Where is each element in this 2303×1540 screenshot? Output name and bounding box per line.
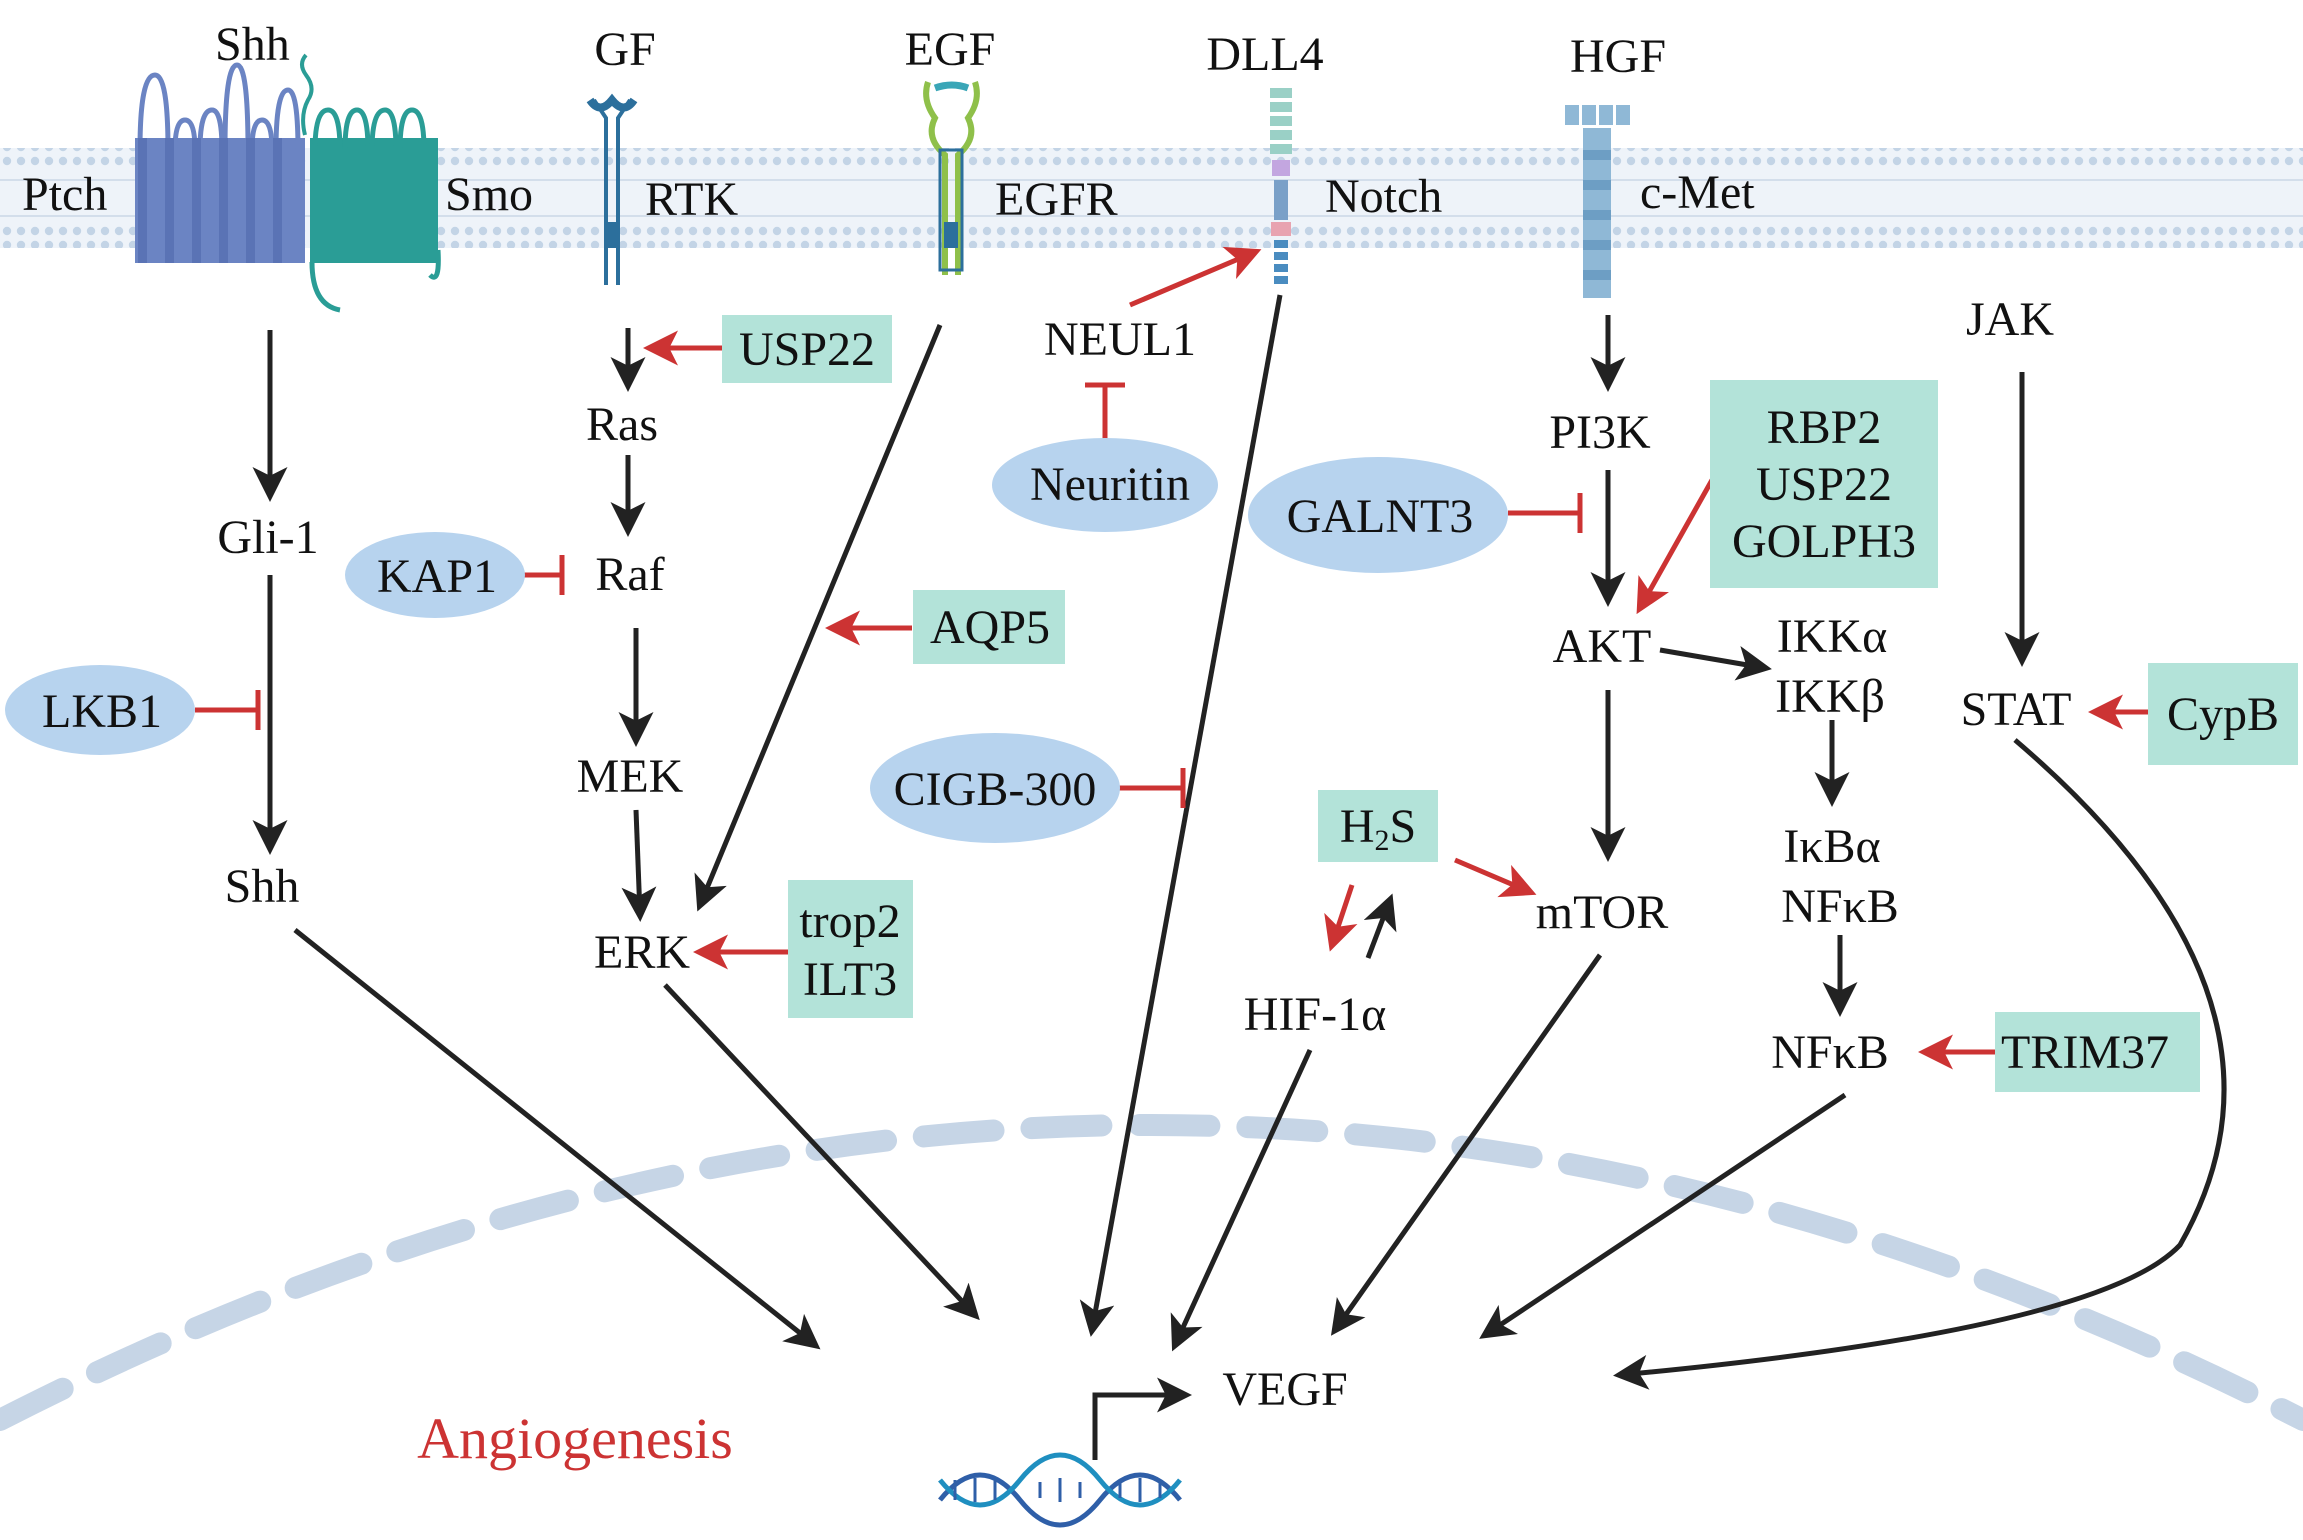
ellipse-kap1 bbox=[345, 532, 525, 618]
node-jak: JAK bbox=[1966, 293, 2054, 346]
node-ikk-alpha: IKKα bbox=[1777, 610, 1887, 663]
ptch-receptor bbox=[135, 62, 305, 263]
arrow-akt-ikk bbox=[1659, 646, 1772, 681]
label-usp22b: USP22 bbox=[1756, 458, 1892, 511]
label-golph3: GOLPH3 bbox=[1732, 515, 1916, 568]
label-trop2: trop2 bbox=[799, 895, 900, 948]
arrow-h2s-hif bbox=[1324, 884, 1358, 952]
node-pi3k: PI3K bbox=[1549, 406, 1651, 459]
box-aqp5 bbox=[913, 590, 1065, 664]
red-activation-arrows bbox=[643, 246, 2148, 1070]
box-usp22 bbox=[722, 315, 892, 383]
label-rbp2: RBP2 bbox=[1767, 401, 1882, 454]
cmet-receptor bbox=[1565, 105, 1630, 298]
arrow-nfkb-vegf bbox=[1479, 1092, 1847, 1339]
ellipse-lkb1 bbox=[5, 665, 195, 755]
arrow-neul1-notch bbox=[1129, 246, 1262, 308]
arrow-mek-erk bbox=[621, 809, 657, 922]
label-kap1: KAP1 bbox=[377, 550, 497, 603]
label-cypb: CypB bbox=[2167, 688, 2279, 741]
labels: Shh GF EGF DLL4 HGF Ptch Smo RTK EGFR No… bbox=[22, 18, 2279, 1471]
node-mtor: mTOR bbox=[1536, 886, 1668, 939]
arrow-promoter bbox=[1092, 1377, 1192, 1460]
node-ikba: IκBα bbox=[1783, 820, 1880, 873]
inhibit-cigb300-notch bbox=[1108, 768, 1186, 808]
label-aqp5: AQP5 bbox=[930, 601, 1050, 654]
label-hgf: HGF bbox=[1570, 30, 1666, 83]
node-neul1: NEUL1 bbox=[1044, 313, 1196, 366]
inhibit-lkb1-path bbox=[195, 690, 261, 730]
label-smo: Smo bbox=[445, 168, 533, 221]
egfr-receptor bbox=[923, 81, 980, 275]
label-notch: Notch bbox=[1325, 170, 1442, 223]
arrow-egfr-erk bbox=[694, 324, 943, 912]
node-hif1a: HIF-1α bbox=[1244, 988, 1386, 1041]
label-shh-ligand: Shh bbox=[215, 18, 290, 71]
node-gli1: Gli-1 bbox=[217, 511, 318, 564]
ellipse-galnt3 bbox=[1248, 457, 1508, 573]
node-vegf: VEGF bbox=[1222, 1363, 1347, 1416]
node-nfkb-lower: NFκB bbox=[1771, 1026, 1889, 1079]
node-stat: STAT bbox=[1961, 683, 2072, 736]
label-egf: EGF bbox=[905, 23, 996, 76]
box-rbp2-usp22-golph3 bbox=[1710, 380, 1938, 588]
rtk-receptor bbox=[586, 93, 638, 285]
node-h2s: H2S bbox=[1340, 800, 1416, 857]
nucleus-envelope bbox=[0, 1114, 2303, 1431]
activation-arrows bbox=[252, 294, 2227, 1460]
inhibit-neuritin-neul1 bbox=[1085, 382, 1125, 445]
node-shh: Shh bbox=[225, 860, 300, 913]
label-galnt3: GALNT3 bbox=[1287, 490, 1474, 543]
arrow-hif-h2s bbox=[1363, 893, 1397, 959]
box-h2s bbox=[1318, 790, 1438, 862]
label-rtk: RTK bbox=[645, 173, 738, 226]
node-raf: Raf bbox=[595, 548, 664, 601]
label-dll4: DLL4 bbox=[1206, 28, 1323, 81]
diagram-title-angiogenesis: Angiogenesis bbox=[417, 1406, 733, 1471]
box-trim37 bbox=[1995, 1012, 2200, 1092]
label-ptch: Ptch bbox=[22, 168, 107, 221]
label-gf: GF bbox=[594, 23, 655, 76]
label-ilt3: ILT3 bbox=[803, 953, 897, 1006]
arrow-erk-vegf bbox=[663, 983, 980, 1321]
notch-receptor bbox=[1270, 88, 1292, 284]
node-erk: ERK bbox=[594, 926, 690, 979]
node-mek: MEK bbox=[577, 750, 684, 803]
inhibit-galnt3-akt bbox=[1508, 493, 1583, 533]
regulator-ellipses bbox=[5, 438, 1508, 843]
node-ikk-beta: IKKβ bbox=[1775, 670, 1885, 723]
arrow-mtor-vegf bbox=[1330, 953, 1603, 1336]
node-ras: Ras bbox=[586, 398, 658, 451]
label-trim37: TRIM37 bbox=[2001, 1026, 2169, 1079]
box-cypb bbox=[2148, 663, 2298, 765]
arrow-stat-vegf bbox=[1613, 738, 2227, 1390]
label-cmet: c-Met bbox=[1640, 166, 1755, 219]
arrow-notch-vegf bbox=[1079, 294, 1283, 1337]
dna-icon bbox=[938, 1452, 1182, 1528]
arrow-h2s-mtor bbox=[1454, 857, 1537, 898]
label-neuritin: Neuritin bbox=[1030, 458, 1190, 511]
ellipse-cigb300 bbox=[870, 733, 1120, 843]
ellipse-neuritin bbox=[992, 438, 1218, 532]
node-akt: AKT bbox=[1553, 620, 1652, 673]
inhibition-lines bbox=[195, 382, 1583, 808]
label-cigb300: CIGB-300 bbox=[894, 763, 1097, 816]
arrow-hif-vegf bbox=[1170, 1048, 1313, 1352]
smo-receptor bbox=[300, 53, 441, 313]
label-lkb1: LKB1 bbox=[42, 685, 162, 738]
label-egfr: EGFR bbox=[995, 173, 1118, 226]
arrow-rbp2-akt bbox=[1636, 478, 1715, 615]
node-nfkb-upper: NFκB bbox=[1781, 880, 1899, 933]
inhibit-kap1-raf bbox=[522, 555, 565, 595]
label-usp22: USP22 bbox=[739, 323, 875, 376]
arrow-shh-vegf bbox=[293, 928, 821, 1350]
regulator-boxes bbox=[722, 315, 2298, 1092]
box-trop2-ilt3 bbox=[788, 880, 913, 1018]
